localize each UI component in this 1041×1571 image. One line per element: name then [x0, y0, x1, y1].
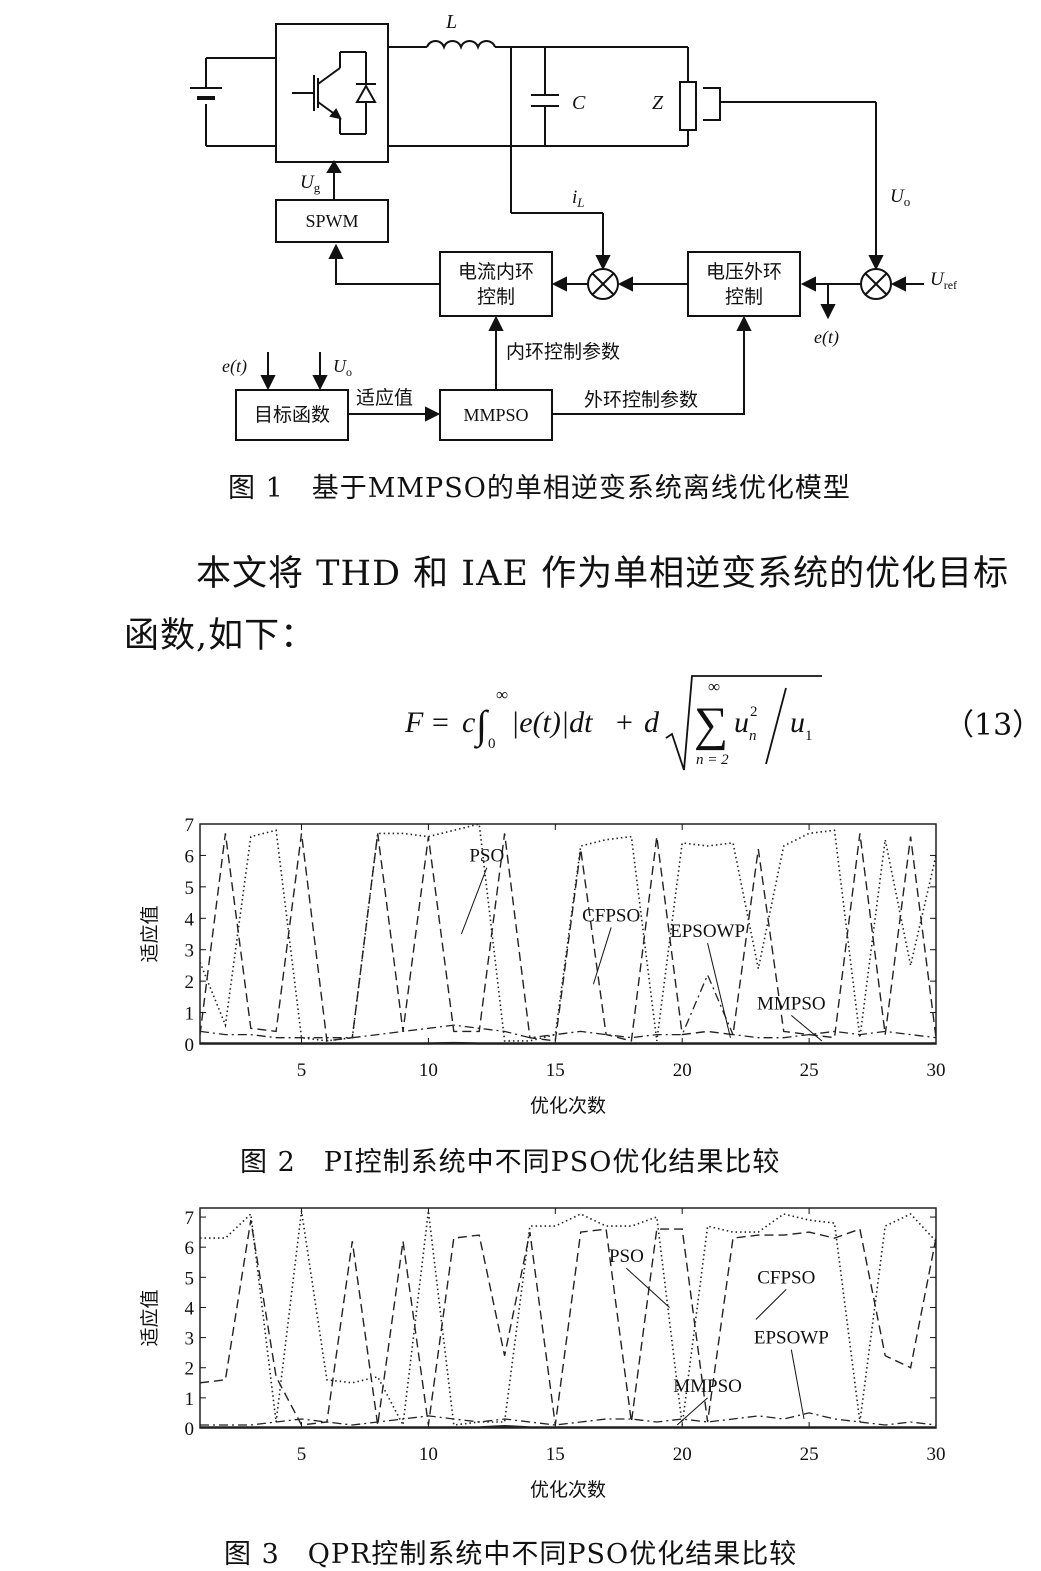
y-axis-label: 适应值 [139, 905, 161, 962]
paragraph: 本文将 THD 和 IAE 作为单相逆变系统的优化目标 函数,如下： [0, 543, 1041, 667]
eq-sum-upper: ∞ [708, 677, 720, 696]
uref-label: Uref [930, 269, 957, 292]
eq-plus: + [616, 706, 633, 739]
current-loop-line2: 控制 [477, 286, 515, 308]
eq-u1: u1 [790, 706, 813, 744]
y-tick-label: 2 [185, 1359, 195, 1380]
voltage-loop-line2: 控制 [725, 286, 763, 308]
uo-input-label: Uo [333, 356, 352, 379]
equation-13: F = c ∫ 0 ∞ |e(t)|dt + d ∞ ∑ n = 2 un 2 … [0, 666, 1041, 782]
objective-box-label: 目标函数 [254, 404, 330, 426]
y-tick-label: 6 [185, 1238, 195, 1259]
y-tick-label: 2 [185, 972, 195, 993]
y-tick-label: 0 [185, 1035, 195, 1056]
series-leader-line [791, 1350, 804, 1419]
eq-sum: ∑ [694, 698, 728, 751]
spwm-label: SPWM [305, 211, 358, 231]
figure3-caption: 图 3 QPR控制系统中不同PSO优化结果比较 [224, 1532, 797, 1571]
series-label: EPSOWP [754, 1328, 829, 1349]
series-leader-line [791, 1015, 821, 1040]
series-label: PSO [609, 1246, 644, 1267]
voltage-loop-line1: 电压外环 [706, 261, 782, 283]
x-tick-label: 25 [800, 1060, 819, 1081]
x-axis-label: 优化次数 [530, 1095, 606, 1117]
x-tick-label: 10 [419, 1060, 438, 1081]
y-tick-label: 1 [185, 1004, 195, 1025]
uo-label: Uo [890, 186, 910, 209]
series-label: CFPSO [757, 1267, 815, 1288]
paragraph-line-2: 函数,如下： [0, 605, 1041, 667]
load-label: Z [652, 92, 664, 114]
inductor-label: L [445, 11, 457, 33]
eq-int-upper: ∞ [496, 685, 508, 704]
paragraph-line-1: 本文将 THD 和 IAE 作为单相逆变系统的优化目标 [0, 543, 1041, 605]
y-axis-label: 适应值 [139, 1289, 161, 1346]
eq-d: d [644, 706, 660, 739]
figure1-diagram: L C Z Ug SPWM iL Uo Uref 电流内环 控制 电压外环 控制… [0, 0, 1041, 455]
il-label: iL [572, 187, 585, 210]
outer-params-label: 外环控制参数 [584, 389, 698, 411]
series-line-pso [200, 1211, 936, 1425]
series-line-mmpso [200, 1426, 936, 1427]
eq-F: F [404, 706, 424, 739]
ug-label: Ug [300, 172, 321, 195]
x-tick-label: 15 [546, 1060, 565, 1081]
x-tick-label: 20 [673, 1444, 692, 1465]
current-loop-line1: 电流内环 [458, 261, 534, 283]
series-line-cfpso [200, 1220, 936, 1425]
inner-params-label: 内环控制参数 [506, 341, 620, 363]
y-tick-label: 4 [185, 1298, 195, 1319]
series-leader-line [593, 927, 611, 984]
y-tick-label: 3 [185, 1329, 195, 1350]
figure2-chart: 0 1 2 3 4 5 6 7 5 10 15 20 25 30 优化次数 适应值 PSO CFPSO EPSOWP… [0, 812, 1041, 1122]
eq-c: c [462, 706, 475, 739]
figure2-caption: 图 2 PI控制系统中不同PSO优化结果比较 [240, 1140, 780, 1179]
eq-un-sup: 2 [750, 704, 758, 720]
x-tick-label: 10 [419, 1444, 438, 1465]
mmpso-box-label: MMPSO [463, 405, 528, 425]
x-tick-label: 5 [297, 1444, 307, 1465]
plot-frame [200, 1208, 936, 1428]
y-tick-label: 5 [185, 1268, 195, 1289]
y-tick-label: 1 [185, 1389, 195, 1410]
y-tick-label: 7 [185, 1208, 195, 1229]
x-tick-label: 30 [927, 1060, 946, 1081]
error-input-label: e(t) [222, 356, 247, 377]
y-tick-label: 7 [185, 815, 195, 836]
series-label: MMPSO [673, 1376, 742, 1397]
fitness-label: 适应值 [356, 387, 413, 409]
x-axis-label: 优化次数 [530, 1479, 606, 1501]
x-tick-label: 5 [297, 1060, 307, 1081]
series-label: CFPSO [582, 905, 640, 926]
eq-sum-lower: n = 2 [696, 752, 729, 768]
y-tick-label: 0 [185, 1419, 195, 1440]
series-leader-line [677, 1398, 707, 1425]
series-label: PSO [469, 846, 504, 867]
series-line-epsowp [200, 1413, 936, 1425]
equation-number: （13） [944, 700, 1041, 744]
y-tick-label: 4 [185, 909, 195, 930]
series-label: EPSOWP [670, 921, 745, 942]
x-tick-label: 30 [927, 1444, 946, 1465]
y-tick-label: 6 [185, 846, 195, 867]
error-label: e(t) [814, 327, 839, 348]
capacitor-label: C [572, 92, 586, 114]
x-tick-label: 15 [546, 1444, 565, 1465]
figure3-chart: 0 1 2 3 4 5 6 7 5 10 15 20 25 30 优化次数 适应值 PSO CFPSO EPSOWP… [0, 1196, 1041, 1506]
series-label: MMPSO [757, 993, 826, 1014]
eq-equals: = [432, 706, 449, 739]
series-leader-line [461, 868, 486, 934]
eq-int-lower: 0 [488, 736, 496, 752]
x-tick-label: 25 [800, 1444, 819, 1465]
y-tick-label: 3 [185, 941, 195, 962]
x-tick-label: 20 [673, 1060, 692, 1081]
eq-int-body: |e(t)|dt [511, 706, 593, 739]
figure1-caption: 图 1 基于MMPSO的单相逆变系统离线优化模型 [228, 466, 851, 505]
series-leader-line [756, 1289, 786, 1319]
series-leader-line [708, 943, 731, 1038]
y-tick-label: 5 [185, 878, 195, 899]
